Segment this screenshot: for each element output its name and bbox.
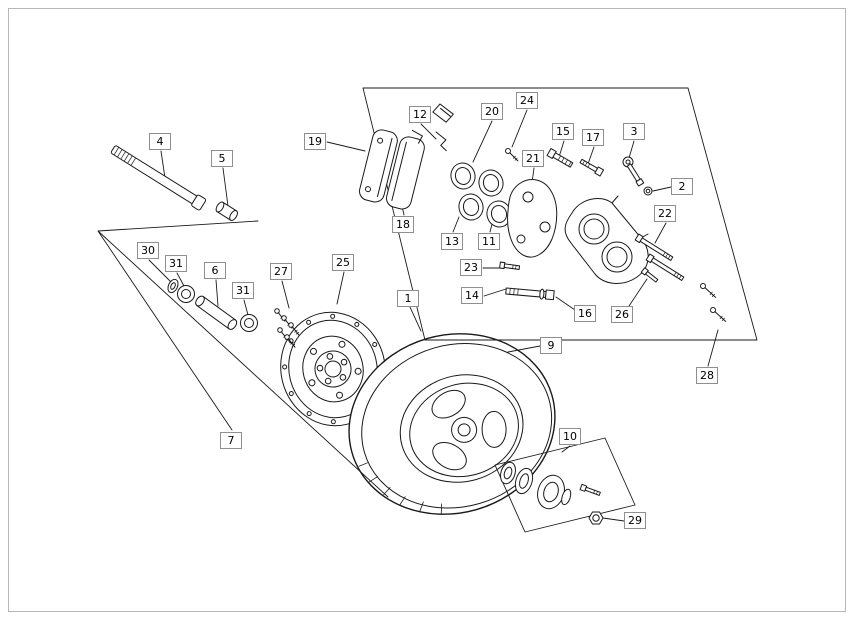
screws-28-drawing (700, 283, 727, 322)
bolt-15-drawing (546, 148, 574, 168)
speedo-screw-drawing (579, 483, 601, 496)
tire-hatching (358, 462, 443, 514)
screw-23-drawing (499, 261, 521, 270)
part-label-18[interactable]: 18 (392, 216, 414, 233)
fitting-3-drawing (622, 156, 645, 187)
group-outlines (97, 87, 758, 533)
brake-pad-right-drawing (385, 129, 425, 210)
part-label-16[interactable]: 16 (574, 305, 596, 322)
part-label-9[interactable]: 9 (540, 337, 562, 354)
bearing-left-drawing (177, 285, 195, 303)
pin-bolts-drawing (634, 233, 685, 281)
part-label-20[interactable]: 20 (481, 103, 503, 120)
part-label-6[interactable]: 6 (204, 262, 226, 279)
seal-ring-drawing (500, 461, 516, 485)
part-label-12[interactable]: 12 (409, 106, 431, 123)
piston-seals-drawing (450, 162, 504, 197)
bearing-right-drawing (240, 314, 258, 332)
part-label-21[interactable]: 21 (522, 150, 544, 167)
axle-drawing (110, 145, 207, 211)
wheel-spokes (431, 389, 507, 471)
part-label-5[interactable]: 5 (211, 150, 233, 167)
axle-spacer-drawing (215, 201, 238, 221)
seal-ring2-drawing (514, 467, 534, 495)
part-label-13[interactable]: 13 (441, 233, 463, 250)
part-label-1[interactable]: 1 (397, 290, 419, 307)
nut-2-drawing (643, 186, 653, 196)
disc-rivets (308, 340, 362, 399)
part-label-19[interactable]: 19 (304, 133, 326, 150)
part-label-17[interactable]: 17 (582, 129, 604, 146)
washer-drawing (167, 278, 179, 294)
part-label-23[interactable]: 23 (460, 259, 482, 276)
speedo-drive-drawing (537, 474, 572, 510)
pad-clip-drawing (435, 131, 447, 152)
part-label-24[interactable]: 24 (516, 92, 538, 109)
hub-spacer-tube-drawing (195, 295, 238, 330)
leader-lines (148, 109, 719, 522)
caliper-screw-drawing (505, 148, 519, 162)
disc-bolt-holes (316, 353, 348, 385)
part-label-30[interactable]: 30 (137, 242, 159, 259)
part-label-28[interactable]: 28 (696, 367, 718, 384)
part-label-25[interactable]: 25 (332, 254, 354, 271)
stud-17-drawing (579, 158, 605, 177)
part-label-22[interactable]: 22 (654, 205, 676, 222)
caliper-bracket-drawing (507, 179, 558, 258)
part-label-2[interactable]: 2 (671, 178, 693, 195)
axle-nut-drawing (588, 511, 604, 525)
part-label-31a[interactable]: 31 (165, 255, 187, 272)
brake-pad-left-drawing (358, 129, 398, 203)
part-label-7[interactable]: 7 (220, 432, 242, 449)
part-label-27[interactable]: 27 (270, 263, 292, 280)
part-label-31b[interactable]: 31 (232, 282, 254, 299)
part-label-29[interactable]: 29 (624, 512, 646, 529)
pad-spring-drawing (432, 103, 454, 123)
part-label-15[interactable]: 15 (552, 123, 574, 140)
diagram-frame (8, 8, 846, 612)
screw-26-drawing (640, 267, 659, 283)
part-label-10[interactable]: 10 (559, 428, 581, 445)
part-label-14[interactable]: 14 (461, 287, 483, 304)
bolt-14-drawing (505, 287, 555, 301)
part-label-4[interactable]: 4 (149, 133, 171, 150)
part-label-26[interactable]: 26 (611, 306, 633, 323)
part-label-3[interactable]: 3 (623, 123, 645, 140)
disc-screws-drawing (274, 308, 300, 348)
part-label-11[interactable]: 11 (478, 233, 500, 250)
pistons-drawing (458, 193, 512, 228)
